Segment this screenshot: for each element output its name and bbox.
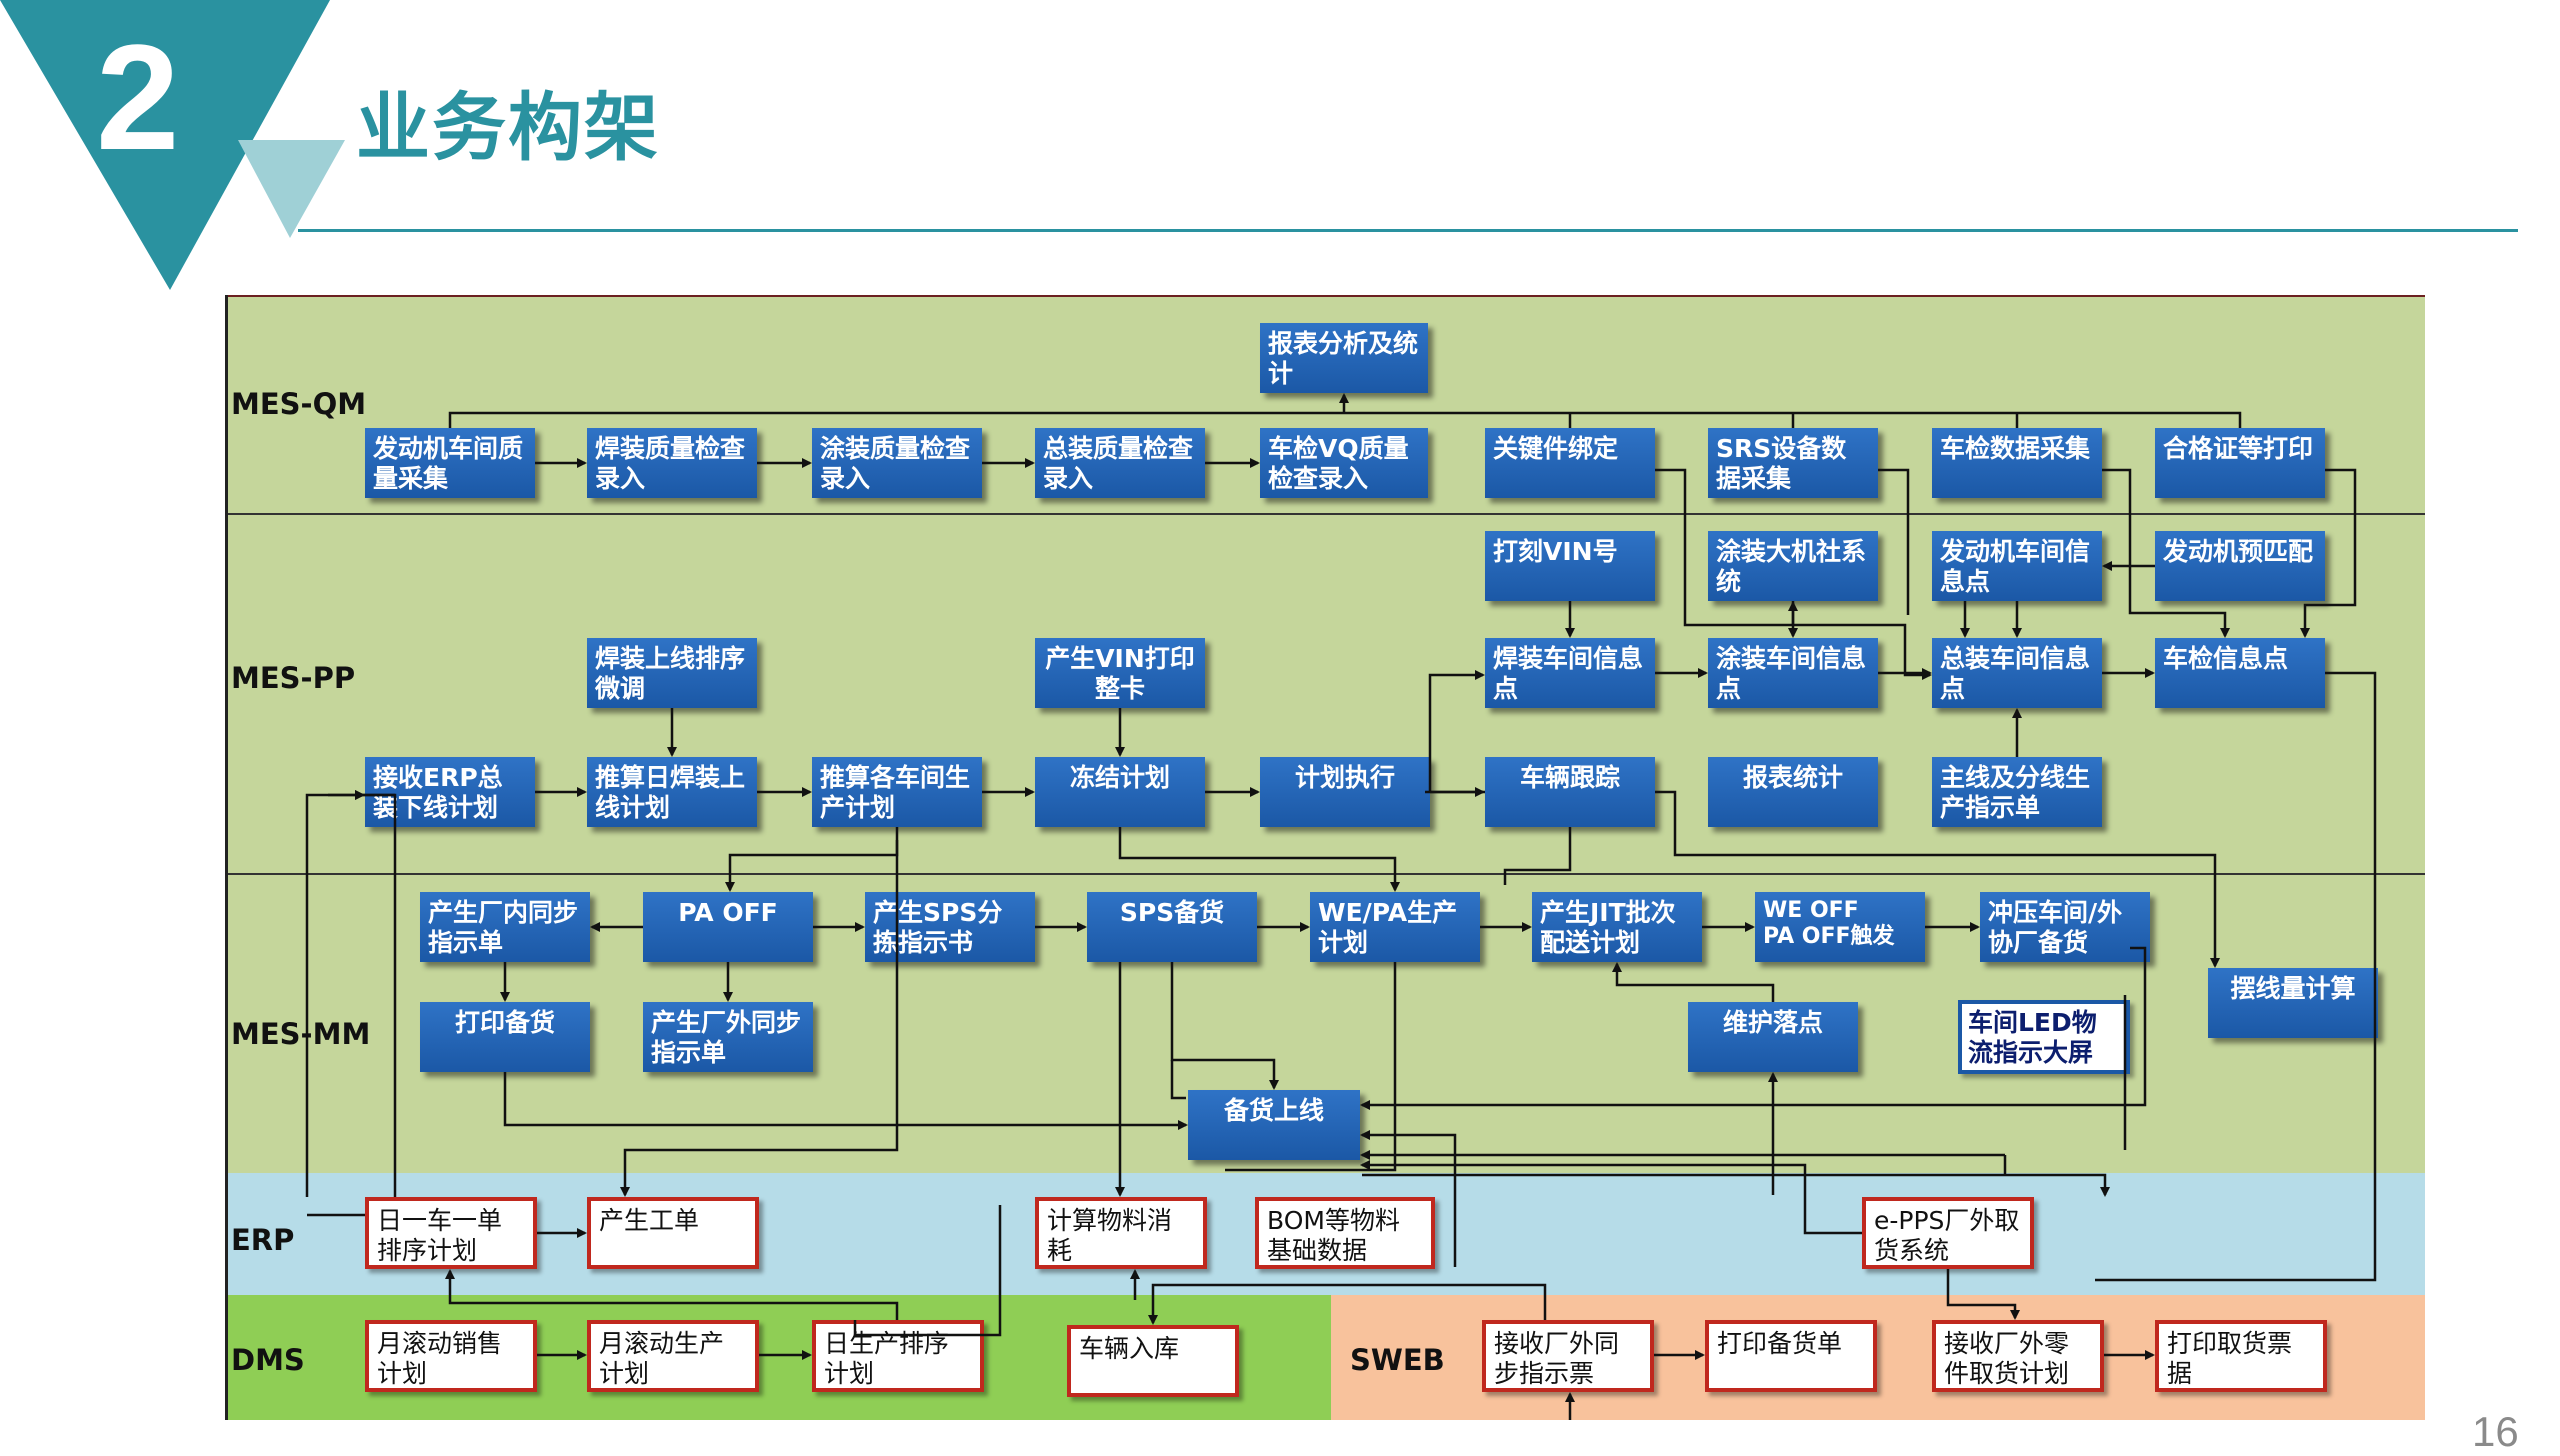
node-plan-execution: 计划执行 <box>1260 757 1430 827</box>
title-divider <box>298 229 2518 232</box>
node-we-off-trigger: WE OFF PA OFF触发 <box>1755 892 1925 962</box>
node-assembly-quality-entry: 总装质量检查录入 <box>1035 428 1205 498</box>
slide-number: 16 <box>2472 1408 2519 1455</box>
node-engine-shop-info: 发动机车间信息点 <box>1932 531 2102 601</box>
node-bom-master-data: BOM等物料基础数据 <box>1255 1197 1435 1269</box>
node-vehicle-storage: 车辆入库 <box>1067 1325 1239 1397</box>
node-inspection-info: 车检信息点 <box>2155 638 2325 708</box>
node-srs-data-collect: SRS设备数据采集 <box>1708 428 1878 498</box>
node-paint-robot-system: 涂装大机社系统 <box>1708 531 1878 601</box>
node-sps-picking-sheet: 产生SPS分拣指示书 <box>865 892 1035 962</box>
node-epps-pickup-system: e-PPS厂外取货系统 <box>1862 1197 2034 1269</box>
node-daily-production-sequence: 日生产排序计划 <box>812 1320 984 1392</box>
node-engine-prematch: 发动机预匹配 <box>2155 531 2325 601</box>
node-maintain-drop-point: 维护落点 <box>1688 1002 1858 1072</box>
node-daily-sequence-plan: 日一车一单排序计划 <box>365 1197 537 1269</box>
node-receive-erp-plan: 接收ERP总装下线计划 <box>365 757 535 827</box>
node-we-pa-production-plan: WE/PA生产计划 <box>1310 892 1480 962</box>
node-print-stock-sheet: 打印备货单 <box>1705 1320 1877 1392</box>
node-engine-quality-collect: 发动机车间质量采集 <box>365 428 535 498</box>
node-internal-sync-sheet: 产生厂内同步指示单 <box>420 892 590 962</box>
node-monthly-sales-plan: 月滚动销售计划 <box>365 1320 537 1392</box>
node-calc-weld-plan: 推算日焊装上线计划 <box>587 757 757 827</box>
node-paint-shop-info: 涂装车间信息点 <box>1708 638 1878 708</box>
section-number: 2 <box>96 13 180 181</box>
band-label-mes-pp: MES-PP <box>231 661 356 695</box>
band-label-mes-mm: MES-MM <box>231 1017 371 1051</box>
node-report-analysis: 报表分析及统计 <box>1260 323 1428 393</box>
node-certificate-print: 合格证等打印 <box>2155 428 2325 498</box>
node-print-stocking: 打印备货 <box>420 1002 590 1072</box>
node-freeze-plan: 冻结计划 <box>1035 757 1205 827</box>
node-led-logistics-screen: 车间LED物流指示大屏 <box>1958 1000 2130 1074</box>
node-material-consumption: 计算物料消耗 <box>1035 1197 1207 1269</box>
node-receive-parts-pickup: 接收厂外零件取货计划 <box>1932 1320 2104 1392</box>
node-report-statistics: 报表统计 <box>1708 757 1878 827</box>
band-label-mes-qm: MES-QM <box>231 387 367 421</box>
node-weld-quality-entry: 焊装质量检查录入 <box>587 428 757 498</box>
node-stamping-stock: 冲压车间/外协厂备货 <box>1980 892 2150 962</box>
node-vin-print-card: 产生VIN打印整卡 <box>1035 638 1205 708</box>
node-vq-quality-entry: 车检VQ质量检查录入 <box>1260 428 1428 498</box>
node-weld-shop-info: 焊装车间信息点 <box>1485 638 1655 708</box>
page-title: 业务构架 <box>356 85 660 171</box>
node-external-sync-sheet: 产生厂外同步指示单 <box>643 1002 813 1072</box>
node-paint-quality-entry: 涂装质量检查录入 <box>812 428 982 498</box>
business-architecture-diagram: MES-QM MES-PP MES-MM ERP DMS SWEB 报表分析及统… <box>225 295 2425 1420</box>
diagram-left-edge <box>225 295 228 1420</box>
node-generate-work-order: 产生工单 <box>587 1197 759 1269</box>
node-sps-stocking: SPS备货 <box>1087 892 1257 962</box>
header-triangle-decoration <box>0 0 345 290</box>
node-inspection-data-collect: 车检数据采集 <box>1932 428 2102 498</box>
node-engrave-vin: 打刻VIN号 <box>1485 531 1655 601</box>
node-swing-quantity-calc: 摆线量计算 <box>2208 968 2378 1038</box>
node-mainline-instructions: 主线及分线生产指示单 <box>1932 757 2102 827</box>
band-label-sweb: SWEB <box>1350 1343 1445 1377</box>
node-receive-external-sync: 接收厂外同步指示票 <box>1482 1320 1654 1392</box>
node-weld-sequence-adjust: 焊装上线排序微调 <box>587 638 757 708</box>
node-vehicle-tracking: 车辆跟踪 <box>1485 757 1655 827</box>
node-stocking-online: 备货上线 <box>1188 1090 1360 1160</box>
band-label-erp: ERP <box>231 1223 295 1257</box>
node-jit-batch-plan: 产生JIT批次配送计划 <box>1532 892 1702 962</box>
node-calc-shop-plan: 推算各车间生产计划 <box>812 757 982 827</box>
node-key-part-binding: 关键件绑定 <box>1485 428 1655 498</box>
node-print-pickup-ticket: 打印取货票据 <box>2155 1320 2327 1392</box>
node-monthly-production-plan: 月滚动生产计划 <box>587 1320 759 1392</box>
node-assembly-shop-info: 总装车间信息点 <box>1932 638 2102 708</box>
node-pa-off: PA OFF <box>643 892 813 962</box>
band-label-dms: DMS <box>231 1343 305 1377</box>
